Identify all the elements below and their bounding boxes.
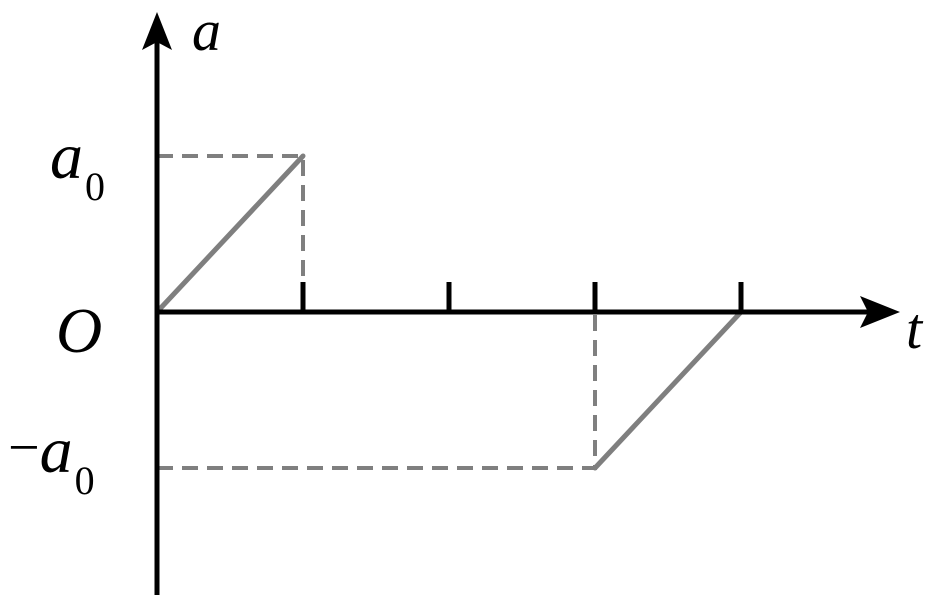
guide-dashed-line	[157, 154, 305, 312]
y-tick-label-neg-a0: −a0	[8, 414, 95, 503]
axes	[142, 12, 900, 595]
y-axis-arrowhead	[142, 12, 172, 50]
origin-label: O	[56, 295, 102, 366]
data-series	[154, 153, 744, 471]
x-axis-arrowhead	[860, 296, 900, 328]
y-axis-label: a	[192, 0, 221, 63]
series-line	[592, 309, 744, 471]
y-tick-label-a0: a0	[50, 120, 105, 209]
series-line	[154, 153, 306, 315]
guide-dashed-line	[157, 312, 597, 470]
x-axis-label: t	[906, 296, 924, 361]
